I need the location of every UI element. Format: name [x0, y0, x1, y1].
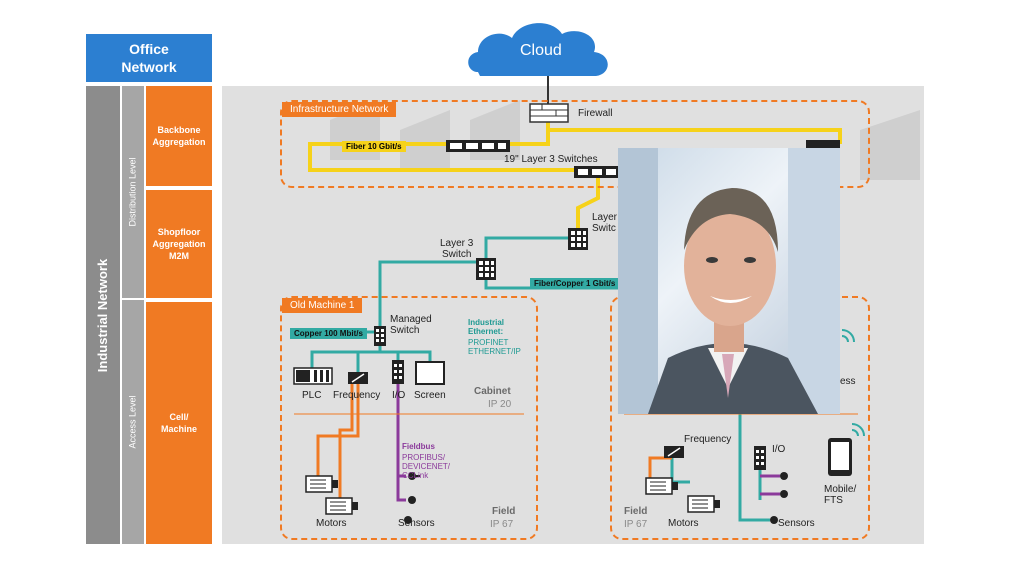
roof-shapes	[330, 100, 920, 180]
shopfloor-label: Shopfloor Aggregation M2M	[152, 227, 206, 261]
sensors-label-right: Sensors	[778, 518, 815, 529]
mobile-icon	[828, 423, 865, 476]
fiber-copper-tag: Fiber/Copper 1 Gbit/s	[530, 278, 620, 289]
industrial-ethernet-label: Industrial Ethernet:	[468, 318, 505, 336]
field-label-right: Field	[624, 506, 648, 517]
sensors-label: Sensors	[398, 518, 435, 529]
io-label-right: I/O	[772, 444, 786, 455]
managed-switch-icon	[374, 326, 386, 346]
distribution-level-column	[122, 86, 144, 298]
ip67-label-right: IP 67	[624, 519, 648, 530]
backbone-label: Backbone Aggregation	[152, 125, 206, 147]
rack-switch-icon	[806, 140, 840, 148]
firewall-label: Firewall	[578, 108, 613, 119]
motor-icon-1	[305, 475, 338, 493]
screen-icon	[415, 361, 445, 385]
copper-tag: Copper 100 Mbit/s	[290, 328, 367, 339]
portrait-illustration	[618, 148, 840, 414]
shopfloor-box: Shopfloor Aggregation M2M	[146, 190, 212, 298]
managed-switch-label: Managed Switch	[390, 314, 432, 336]
portrait-photo	[618, 148, 840, 414]
layer3-switch-icon-left	[476, 258, 496, 280]
mobile-label: Mobile/ FTS	[824, 484, 857, 506]
layer3-switch-right-label: Layer Switc	[592, 212, 618, 234]
old-machine-zone	[280, 296, 538, 540]
sensor-icon-1	[404, 472, 420, 524]
fieldbus-lines	[396, 384, 780, 502]
wifi-icon	[841, 329, 855, 343]
motor-icon-3	[645, 477, 678, 495]
frequency-label: Frequency	[333, 390, 381, 401]
frequency-label-right: Frequency	[684, 434, 732, 445]
fiber-tag: Fiber 10 Gbit/s	[342, 141, 406, 152]
cell-label: Cell/ Machine	[160, 412, 197, 434]
ip20-label: IP 20	[488, 399, 512, 410]
office-network-box: Office Network	[86, 34, 212, 82]
io-icon-right	[754, 446, 766, 470]
ie-protocols-label: PROFINET ETHERNET/IP	[468, 338, 521, 356]
frequency-icon	[348, 372, 368, 384]
old-machine-tag: Old Machine 1	[282, 298, 363, 313]
cloud-shape	[468, 23, 608, 76]
layer3-switch-icon-right	[568, 228, 588, 250]
fieldbus-protocols-label: PROFIBUS/ DEVICENET/ CCLink	[402, 453, 451, 480]
io-label: I/O	[392, 390, 406, 401]
industrial-network-column	[86, 86, 120, 544]
backbone-box: Backbone Aggregation	[146, 86, 212, 186]
office-network-label: Office Network	[121, 41, 177, 75]
plc-label: PLC	[302, 390, 322, 401]
motors-label-right: Motors	[668, 518, 699, 529]
sensor-icon-2	[770, 472, 788, 524]
infrastructure-zone	[280, 100, 870, 188]
motor-icon-4	[687, 495, 720, 513]
layer3-switch-left-label: Layer 3 Switch	[440, 238, 474, 260]
io-icon	[392, 360, 404, 384]
firewall-icon	[529, 103, 569, 123]
access-level-column	[122, 300, 144, 544]
fieldbus-label: Fieldbus	[402, 442, 435, 451]
l3-switches-label: 19" Layer 3 Switches	[504, 154, 598, 165]
cabinet-label: Cabinet	[474, 386, 511, 397]
l3-switch-icon-2	[574, 166, 620, 178]
motor-icon-2	[325, 497, 358, 515]
ip67-label: IP 67	[490, 519, 514, 530]
motors-label: Motors	[316, 518, 347, 529]
screen-label: Screen	[414, 390, 446, 401]
field-label: Field	[492, 506, 516, 517]
plc-icon	[293, 367, 333, 385]
cloud-label: Cloud	[520, 42, 562, 59]
partial-text-label: ess	[840, 376, 856, 387]
frequency-icon-right	[664, 446, 684, 458]
motor-lines	[316, 384, 360, 500]
infrastructure-tag: Infrastructure Network	[282, 102, 397, 117]
cell-box: Cell/ Machine	[146, 302, 212, 544]
l3-switch-icon-1	[446, 140, 510, 152]
